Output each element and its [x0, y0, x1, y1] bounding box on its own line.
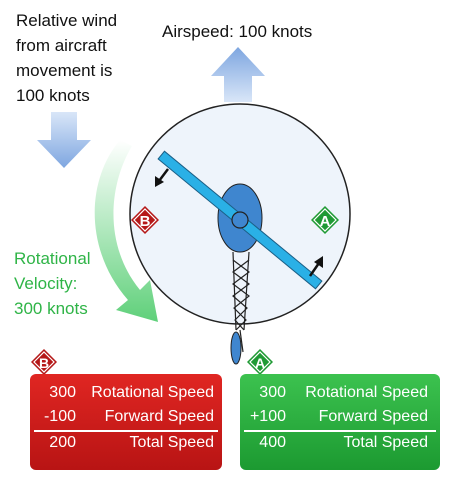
- relative-wind-note: Relative wind from aircraft movement is …: [16, 8, 166, 108]
- wind-note-line: 100 knots: [16, 86, 90, 105]
- blade-direction-arrow-b: [155, 168, 169, 187]
- total-value: 200: [49, 434, 76, 451]
- row-label: Forward Speed: [104, 408, 214, 425]
- row-label: Rotational Speed: [91, 384, 214, 401]
- rotational-velocity-arrow: [94, 140, 158, 322]
- marker-a-disk-label: A: [320, 213, 331, 230]
- table-row: 300 Rotational Speed: [30, 384, 222, 406]
- table-row: -100 Forward Speed: [30, 408, 222, 430]
- marker-a-table: A: [247, 349, 273, 375]
- row-value: +100: [249, 408, 286, 425]
- rotational-velocity-note: Rotational Velocity: 300 knots: [14, 246, 124, 321]
- tail-boom: [232, 251, 250, 331]
- row-value: 300: [49, 384, 76, 401]
- marker-b-disk: B: [131, 206, 159, 234]
- wind-note-line: movement is: [16, 61, 113, 80]
- rotational-note-line: Rotational: [14, 249, 91, 268]
- total-label: Total Speed: [343, 434, 428, 451]
- marker-b-disk-label: B: [140, 213, 151, 230]
- rotational-note-line: 300 knots: [14, 299, 88, 318]
- tail-rotor: [230, 331, 242, 365]
- retreating-blade-speed-table: 300 Rotational Speed -100 Forward Speed …: [30, 374, 222, 470]
- airspeed-arrow: [211, 47, 265, 102]
- table-row: +100 Forward Speed: [240, 408, 440, 430]
- marker-b-table: B: [31, 349, 57, 375]
- table-row: 300 Rotational Speed: [240, 384, 440, 406]
- row-value: 300: [259, 384, 286, 401]
- relative-wind-arrow: [37, 112, 91, 168]
- row-label: Rotational Speed: [305, 384, 428, 401]
- wind-note-line: Relative wind: [16, 11, 118, 30]
- total-divider: [34, 430, 218, 432]
- total-label: Total Speed: [129, 434, 214, 451]
- rotor-hub: [231, 211, 249, 229]
- table-total-row: 400 Total Speed: [240, 434, 440, 456]
- wind-note-line: from aircraft: [16, 36, 107, 55]
- rotational-note-line: Velocity:: [14, 274, 78, 293]
- table-total-row: 200 Total Speed: [30, 434, 222, 456]
- row-value: -100: [43, 408, 76, 425]
- marker-a-table-label: A: [255, 355, 265, 371]
- advancing-blade-speed-table: 300 Rotational Speed +100 Forward Speed …: [240, 374, 440, 470]
- total-value: 400: [259, 434, 286, 451]
- marker-b-table-label: B: [39, 355, 49, 371]
- marker-a-disk: A: [311, 206, 339, 234]
- tail-skid: [239, 329, 244, 353]
- airspeed-label: Airspeed: 100 knots: [162, 22, 313, 41]
- row-label: Forward Speed: [318, 408, 428, 425]
- total-divider: [244, 430, 436, 432]
- blade-direction-arrow-a: [308, 256, 323, 277]
